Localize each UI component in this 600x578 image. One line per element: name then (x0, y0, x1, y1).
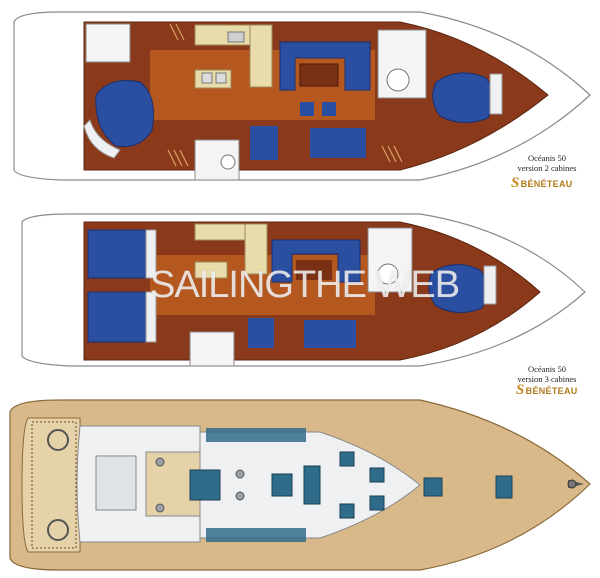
helm-wheel-icon (47, 429, 69, 451)
model-name: Océanis 50 (527, 364, 566, 374)
helm-wheel-icon (47, 519, 69, 541)
winch-icon (155, 457, 245, 513)
beneteau-logo: SBÉNÉTEAU (516, 382, 578, 398)
layout-3-cabins-plan (21, 213, 586, 367)
beneteau-logo: SBÉNÉTEAU (511, 175, 573, 191)
hatch-icon (189, 451, 513, 519)
variant-name: version 2 cabines (517, 163, 577, 173)
caption-version-3: Océanis 50 version 3 cabines (500, 364, 594, 384)
caption-version-2: Océanis 50 version 2 cabines (500, 153, 594, 173)
aft-cabin-bed (83, 80, 154, 159)
layout-2-cabins-plan (13, 11, 591, 181)
variant-name: version 3 cabines (517, 374, 577, 384)
model-name: Océanis 50 (527, 153, 566, 163)
deck-plan (9, 399, 591, 571)
